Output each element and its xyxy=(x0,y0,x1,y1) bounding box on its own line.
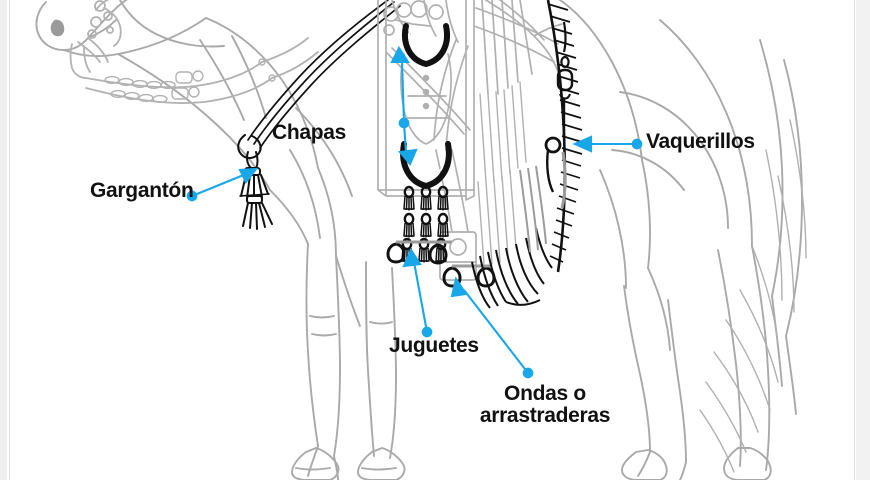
label-juguetes: Juguetes xyxy=(389,334,479,357)
right-edge-band xyxy=(856,0,870,480)
label-chapas: Chapas xyxy=(272,121,347,144)
label-ondas-arrastraderas: Ondas o arrastraderas xyxy=(470,383,620,427)
label-ondas-line2: arrastraderas xyxy=(479,403,611,427)
vaquerillos-pad xyxy=(544,0,583,273)
right-edge-line xyxy=(854,0,855,480)
label-ondas-line1: Ondas o xyxy=(504,382,586,405)
callout-leaders xyxy=(186,45,643,379)
label-vaquerillos: Vaquerillos xyxy=(646,130,755,153)
left-edge-line xyxy=(9,0,10,480)
label-garganton: Gargantón xyxy=(90,179,194,202)
juguetes-tassels xyxy=(400,185,450,264)
left-edge-band xyxy=(0,0,7,480)
